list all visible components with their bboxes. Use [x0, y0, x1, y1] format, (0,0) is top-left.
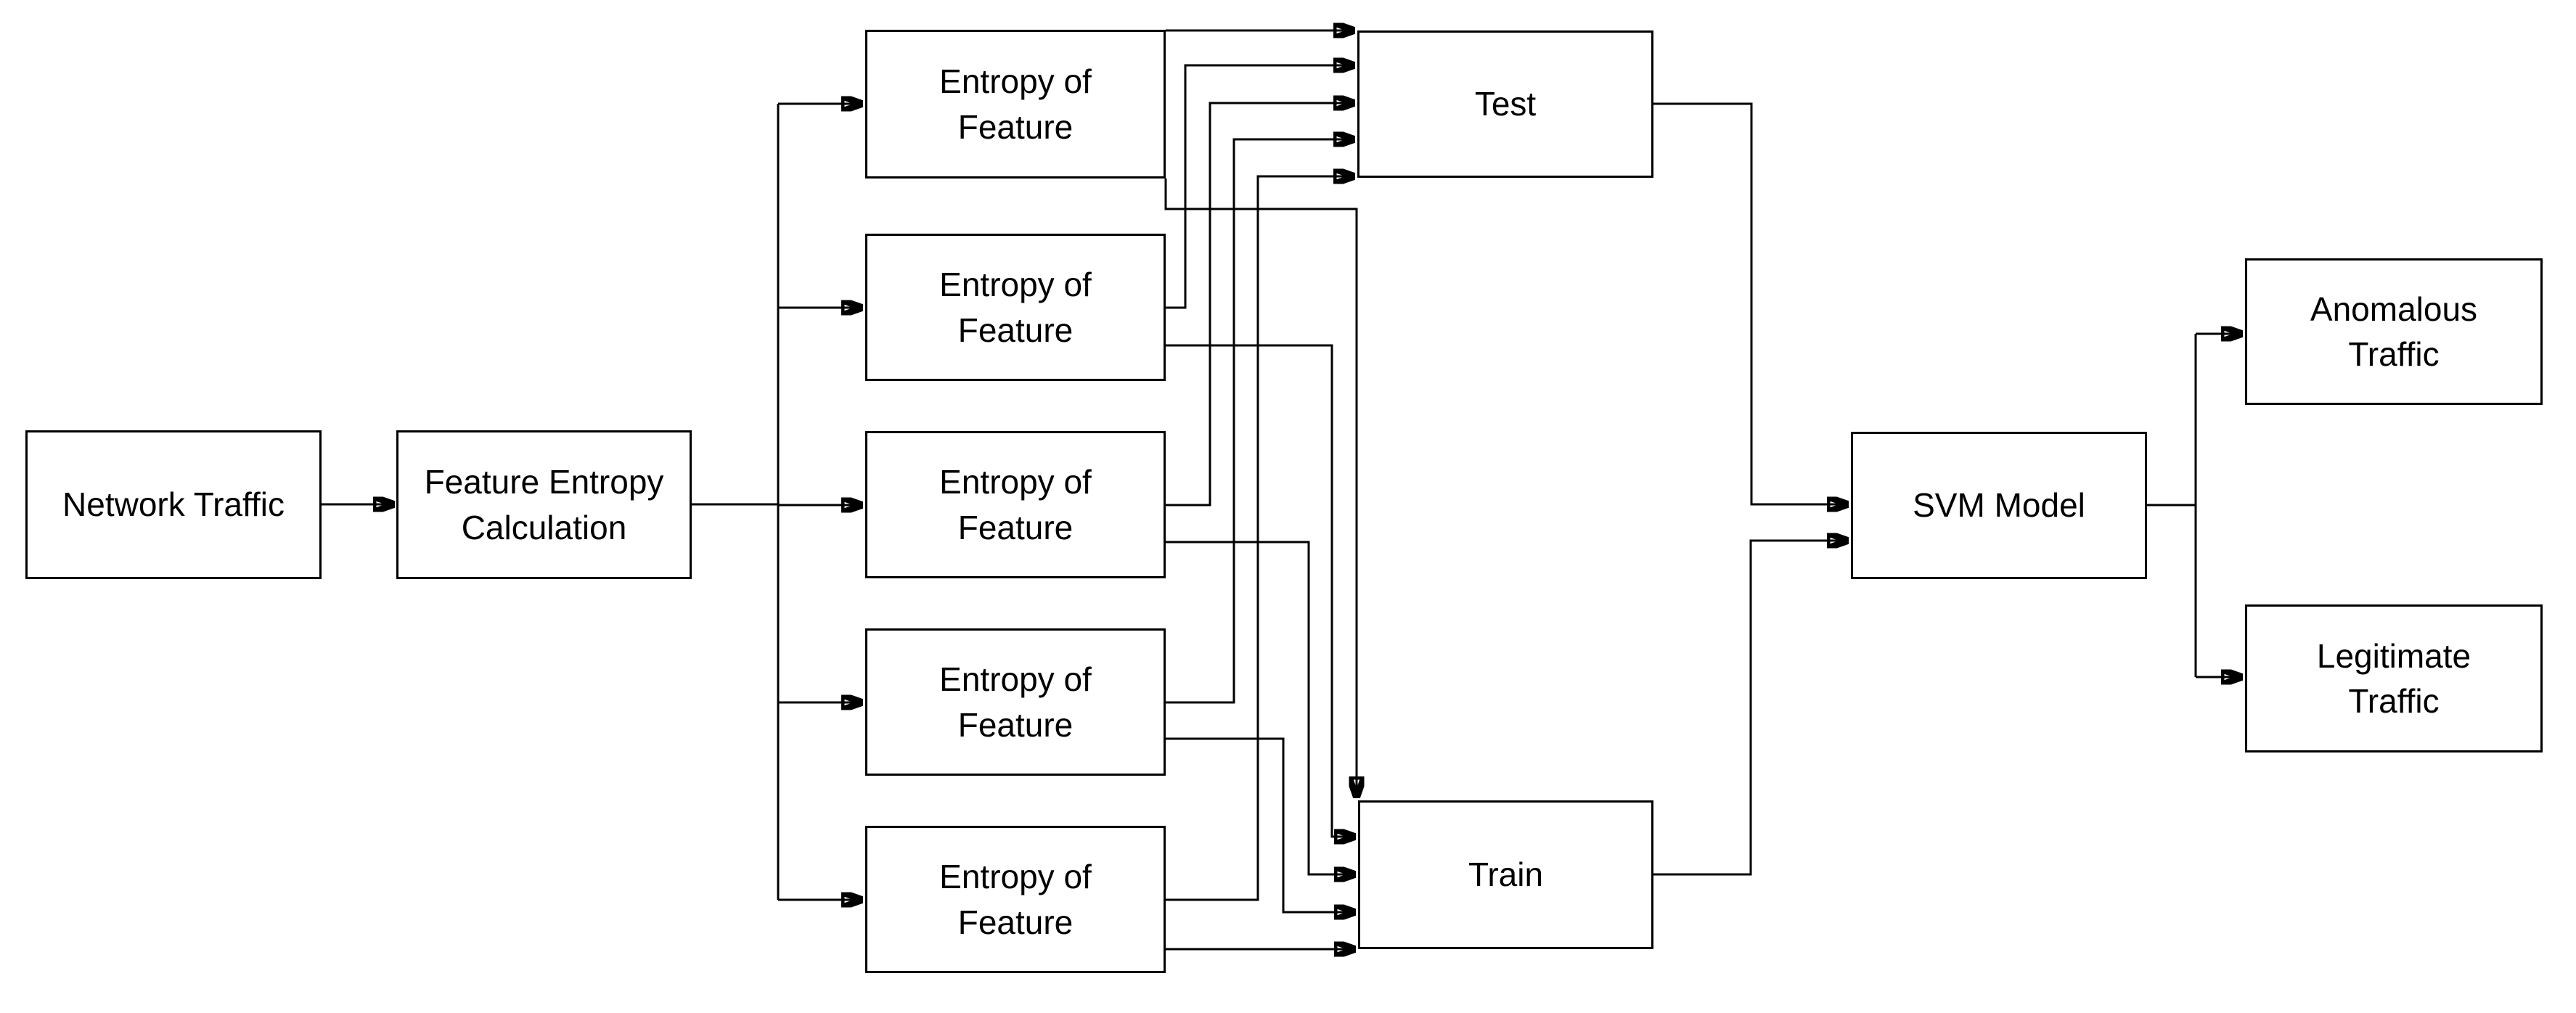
node-legitimate-traffic-label: Legitimate Traffic	[2316, 636, 2471, 720]
node-entropy-of-feature-5: Entropy of Feature	[865, 826, 1166, 973]
node-entropy-of-feature-1: Entropy of Feature	[865, 30, 1166, 179]
node-entropy-of-feature-3: Entropy of Feature	[865, 431, 1166, 578]
node-entropy-of-feature-2-label: Entropy of Feature	[939, 266, 1092, 349]
node-test-label: Test	[1474, 85, 1537, 123]
node-entropy-of-feature-5-label: Entropy of Feature	[939, 858, 1092, 941]
node-entropy-of-feature-3-label: Entropy of Feature	[939, 463, 1092, 546]
edge-test-to-svm	[1653, 102, 1849, 504]
node-train-label: Train	[1468, 856, 1544, 894]
node-feature-entropy-calculation: Feature Entropy Calculation	[396, 430, 692, 579]
node-entropy-of-feature-4-label: Entropy of Feature	[939, 660, 1092, 744]
edge-entropy-2-to-test	[1166, 65, 1355, 309]
edge-feature-entropy-trunk	[692, 104, 780, 900]
edge-entropy-3-to-train	[1166, 541, 1356, 874]
edge-entropy-1-to-train	[1164, 179, 1357, 798]
edge-entropy-4-to-test	[1166, 139, 1355, 704]
node-test: Test	[1357, 30, 1653, 178]
node-entropy-of-feature-4: Entropy of Feature	[865, 628, 1166, 776]
node-anomalous-traffic-label: Anomalous Traffic	[2310, 290, 2478, 373]
node-legitimate-traffic: Legitimate Traffic	[2245, 604, 2543, 752]
node-entropy-of-feature-2: Entropy of Feature	[865, 234, 1166, 381]
edge-train-to-svm	[1653, 541, 1849, 876]
node-train: Train	[1358, 800, 1653, 949]
edge-svm-output-trunk	[2147, 334, 2197, 677]
node-network-traffic: Network Traffic	[25, 430, 322, 579]
node-anomalous-traffic: Anomalous Traffic	[2245, 258, 2543, 405]
node-svm-model: SVM Model	[1851, 432, 2147, 579]
node-entropy-of-feature-1-label: Entropy of Feature	[939, 62, 1092, 146]
node-svm-model-label: SVM Model	[1913, 486, 2085, 525]
node-feature-entropy-calculation-label: Feature Entropy Calculation	[424, 463, 664, 546]
edge-entropy-3-to-test	[1166, 103, 1355, 507]
edge-entropy-5-to-test	[1166, 176, 1355, 901]
node-network-traffic-label: Network Traffic	[62, 485, 285, 524]
edge-entropy-4-to-train	[1166, 737, 1356, 912]
edge-entropy-2-to-train	[1166, 344, 1356, 837]
